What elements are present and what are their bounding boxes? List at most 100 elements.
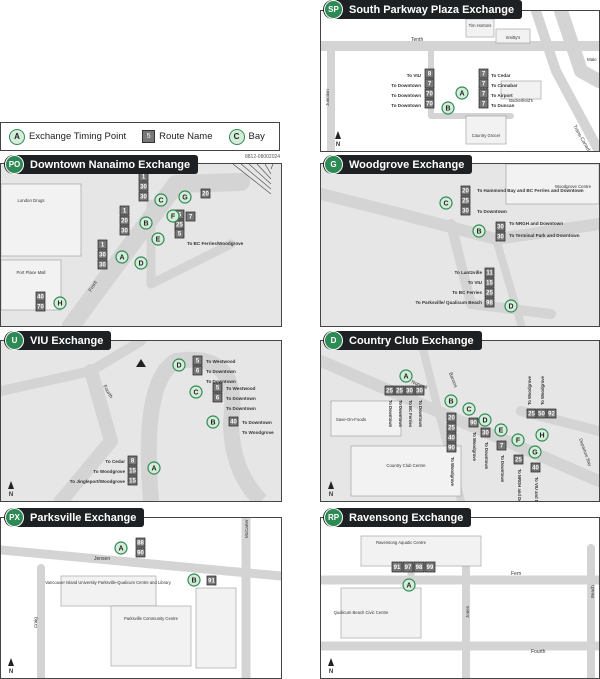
route-sign: [119, 215, 130, 226]
bay-letter: B: [210, 420, 215, 427]
route-sign: [424, 68, 435, 79]
building-save-on-foods: [330, 400, 402, 437]
route-number: 30: [462, 209, 469, 215]
route-number: 7: [482, 92, 486, 98]
north-arrow-icon: [8, 481, 14, 489]
route-sign: [394, 385, 405, 396]
route-number: 7: [189, 215, 193, 221]
bay-letter: D: [176, 363, 181, 370]
route-number: 70: [37, 305, 44, 311]
header-ravensong: RP Ravensong Exchange: [323, 508, 472, 527]
bay-marker: [147, 461, 161, 475]
building-viu-parksville: [60, 575, 157, 607]
route-number: 30: [121, 229, 128, 235]
bay-marker: [528, 445, 542, 459]
parking-hatch: [232, 164, 272, 195]
route-sign: [404, 385, 415, 396]
place-label: Tim Hortons: [469, 23, 492, 28]
bay-letter: A: [459, 91, 464, 98]
north-label: N: [329, 492, 333, 498]
bay-marker: [172, 358, 186, 372]
place-label: Port Place Mall: [17, 270, 46, 275]
place-label: Country Grocer: [472, 133, 501, 138]
north-label: N: [336, 142, 340, 148]
street-label: Norwell: [410, 379, 428, 391]
north-arrow-icon: [335, 131, 341, 139]
timing-point-icon: A: [9, 128, 25, 145]
header-parksville: PX Parksville Exchange: [4, 508, 145, 527]
route-sign: [484, 277, 495, 288]
destination-label: To Downtown: [484, 442, 489, 470]
route-sign: [424, 561, 436, 573]
route-number: 30: [99, 253, 106, 259]
place-label: Smitty's: [506, 35, 521, 40]
destination-label: To Lantzville: [455, 270, 483, 275]
route-number: 15: [129, 469, 136, 475]
route-number: 90: [448, 446, 455, 452]
bay-letter: H: [57, 301, 62, 308]
destination-label: To Cinnabar: [491, 83, 518, 88]
route-number: 70: [426, 102, 433, 108]
north-label: N: [9, 492, 13, 498]
north-label: N: [329, 669, 333, 675]
destination-label: To Woodgrove: [450, 457, 455, 487]
exchange-code-icon: SP: [324, 0, 343, 19]
north-label: N: [9, 669, 13, 675]
route-sign: [413, 561, 425, 573]
route-sign: [484, 287, 495, 298]
destination-label: To BC Ferries/Woodgrove: [187, 241, 244, 246]
exchange-code-icon: RP: [324, 508, 343, 527]
route-sign: [530, 462, 541, 473]
route-sign: [424, 88, 435, 99]
route-number: 25: [448, 426, 455, 432]
destination-label: To Woodgrove: [527, 375, 532, 405]
exchange-title: Woodgrove Exchange: [349, 158, 465, 171]
destination-label: To Woodgrove: [93, 469, 125, 474]
road-exchange-loop: [146, 199, 236, 289]
route-sign-icon: 5: [142, 130, 156, 143]
destination-label: To Woodgrove: [540, 375, 545, 405]
bay-marker: [455, 86, 469, 100]
route-sign: [484, 267, 495, 278]
bay-letter: B: [448, 399, 453, 406]
route-number: 8: [428, 72, 432, 78]
route-number: 30: [99, 263, 106, 269]
exchange-title: Parksville Exchange: [30, 511, 137, 524]
route-sign: [127, 455, 138, 466]
destination-label: To Downtown: [398, 400, 403, 428]
road-front: [62, 173, 250, 326]
parking-hatch: [248, 164, 272, 185]
destination-label: To Cedar: [105, 459, 125, 464]
route-sign: [35, 301, 46, 312]
bay-marker: [462, 402, 476, 416]
bay-letter: A: [406, 583, 411, 590]
route-sign: [119, 205, 130, 216]
bay-marker: [53, 296, 67, 310]
bay-marker: [504, 299, 518, 313]
legend-timing-point: A Exchange Timing Point: [9, 128, 126, 145]
street-label: Junction: [325, 89, 330, 106]
route-number: 25: [176, 223, 183, 229]
route-sign: [228, 416, 239, 427]
road-exchange: [446, 219, 556, 319]
route-number: 20: [202, 192, 209, 198]
destination-label: To Duncan: [491, 103, 515, 108]
bay-icon: C: [228, 128, 245, 145]
street-label: Front: [88, 279, 100, 293]
route-number: 6: [216, 396, 220, 402]
route-number: 30: [416, 389, 423, 395]
route-sign: [478, 78, 489, 89]
bay-marker: [139, 216, 153, 230]
header-south-parkway: SP South Parkway Plaza Exchange: [323, 0, 523, 19]
route-number: 40: [448, 436, 455, 442]
street-label: Jones: [465, 605, 470, 618]
route-sign: [513, 454, 524, 465]
destination-label: To Downtown: [500, 455, 505, 483]
route-number: 7: [500, 444, 504, 450]
destination-label: To VIU: [468, 280, 483, 285]
